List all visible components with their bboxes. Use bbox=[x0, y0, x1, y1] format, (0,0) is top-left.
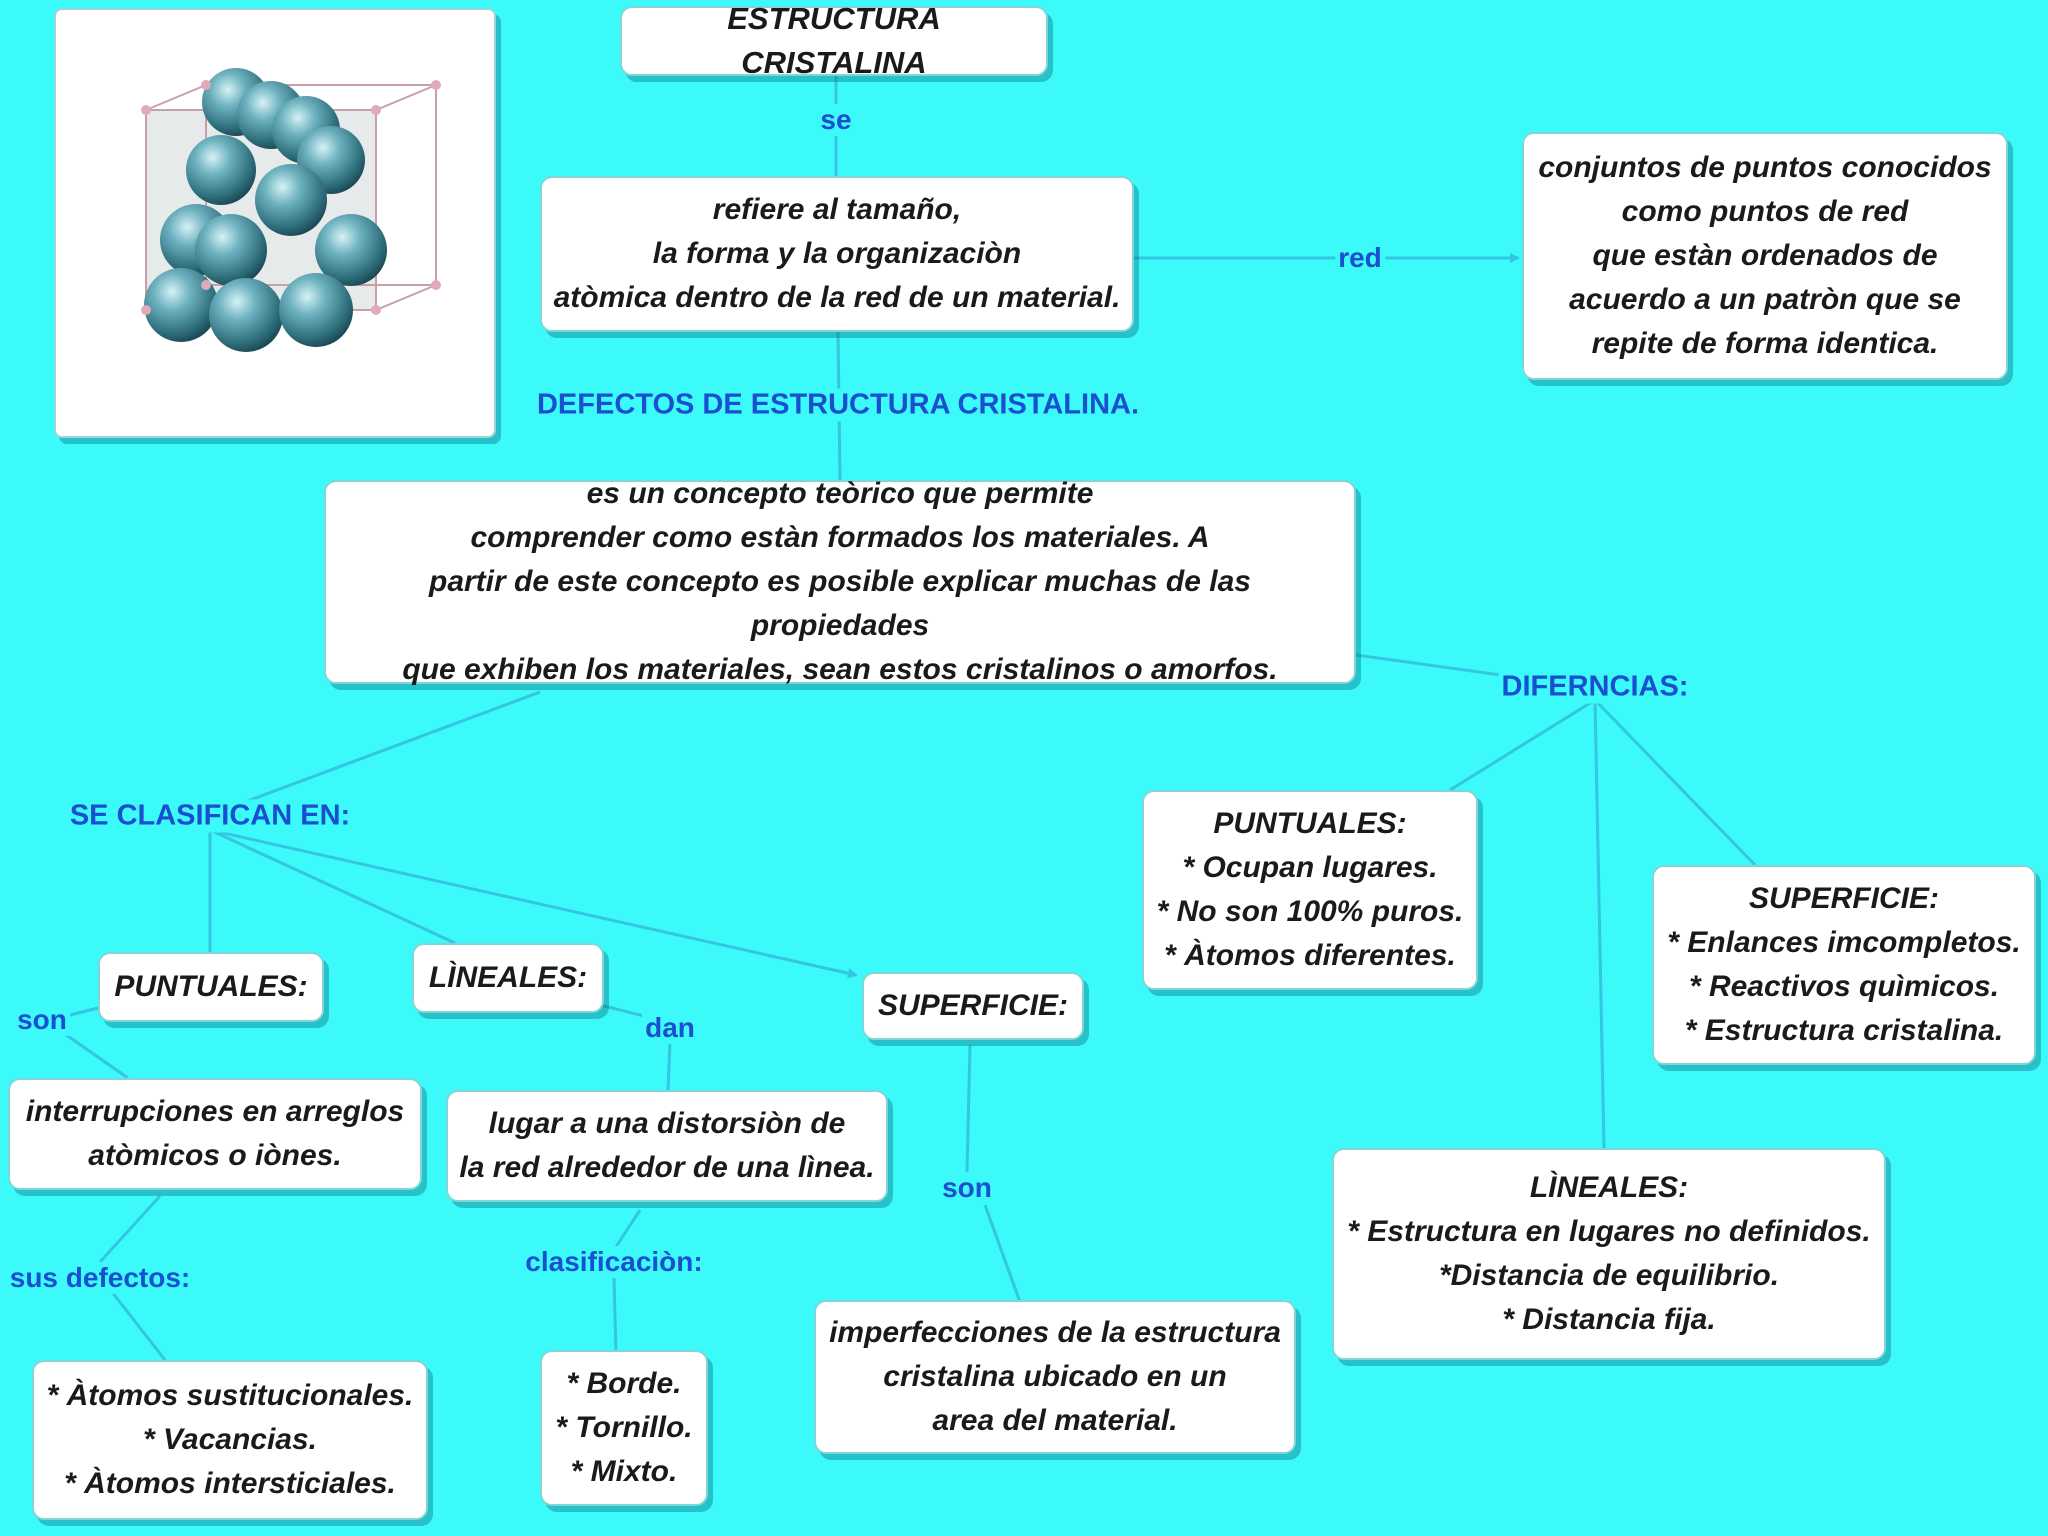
node-lugar: lugar a una distorsiòn de la red alreded… bbox=[446, 1090, 888, 1202]
node-title: ESTRUCTURA CRISTALINA bbox=[620, 1, 1048, 80]
label-son-left: son bbox=[14, 1004, 70, 1036]
link-interrupciones-sus bbox=[98, 1194, 162, 1264]
node-red-definition: conjuntos de puntos conocidos como punto… bbox=[1522, 132, 2008, 380]
label-clasificacion: clasificaciòn: bbox=[522, 1246, 706, 1278]
node-superficie: SUPERFICIE: bbox=[862, 972, 1084, 1040]
link-clasifican-lineales bbox=[209, 828, 456, 945]
link-sus-atomos bbox=[110, 1291, 167, 1361]
node-puntuales: PUNTUALES: bbox=[98, 952, 324, 1022]
link-diferencias-lineales bbox=[1593, 699, 1606, 1149]
label-dan: dan bbox=[642, 1012, 698, 1044]
node-dif-lineales: LÌNEALES: * Estructura en lugares no def… bbox=[1332, 1148, 1886, 1360]
node-atomos: * Àtomos sustitucionales. * Vacancias. *… bbox=[32, 1360, 428, 1520]
link-superficie-son bbox=[965, 1044, 972, 1173]
label-clasifican: SE CLASIFICAN EN: bbox=[66, 799, 354, 833]
link-clasifican-superficie bbox=[209, 828, 858, 979]
link-concepto-clasifican bbox=[209, 690, 541, 817]
node-dif-superficie: SUPERFICIE: * Enlances imcompletos. * Re… bbox=[1652, 865, 2036, 1065]
link-clasificacion-borde bbox=[612, 1277, 618, 1353]
label-sus-defectos: sus defectos: bbox=[6, 1262, 194, 1294]
link-diferencias-puntuales bbox=[1449, 698, 1596, 792]
link-dan-lugar bbox=[666, 1041, 672, 1091]
label-defectos: DEFECTOS DE ESTRUCTURA CRISTALINA. bbox=[533, 388, 1143, 422]
node-refiere: refiere al tamaño, la forma y la organiz… bbox=[540, 176, 1134, 332]
node-interrupciones: interrupciones en arreglos atòmicos o iò… bbox=[8, 1078, 422, 1190]
node-imperfecciones: imperfecciones de la estructura cristali… bbox=[814, 1300, 1296, 1454]
crystal-lattice-icon bbox=[141, 68, 441, 352]
label-se: se bbox=[817, 104, 855, 136]
crystal-image-panel bbox=[54, 8, 496, 438]
link-son-interrupciones bbox=[61, 1030, 129, 1080]
node-dif-puntuales: PUNTUALES: * Ocupan lugares. * No son 10… bbox=[1142, 790, 1478, 990]
link-diferencias-superficie bbox=[1593, 698, 1757, 867]
label-son-mid: son bbox=[939, 1172, 995, 1204]
node-borde: * Borde. * Tornillo. * Mixto. bbox=[540, 1350, 708, 1506]
label-diferencias: DIFERNCIAS: bbox=[1498, 670, 1692, 704]
link-son-imperfecciones bbox=[983, 1204, 1022, 1303]
link-lugar-clasificacion bbox=[612, 1209, 642, 1251]
label-red: red bbox=[1335, 242, 1385, 274]
node-lineales: LÌNEALES: bbox=[412, 943, 604, 1013]
node-concepto: es un concepto teòrico que permite compr… bbox=[324, 477, 1356, 686]
